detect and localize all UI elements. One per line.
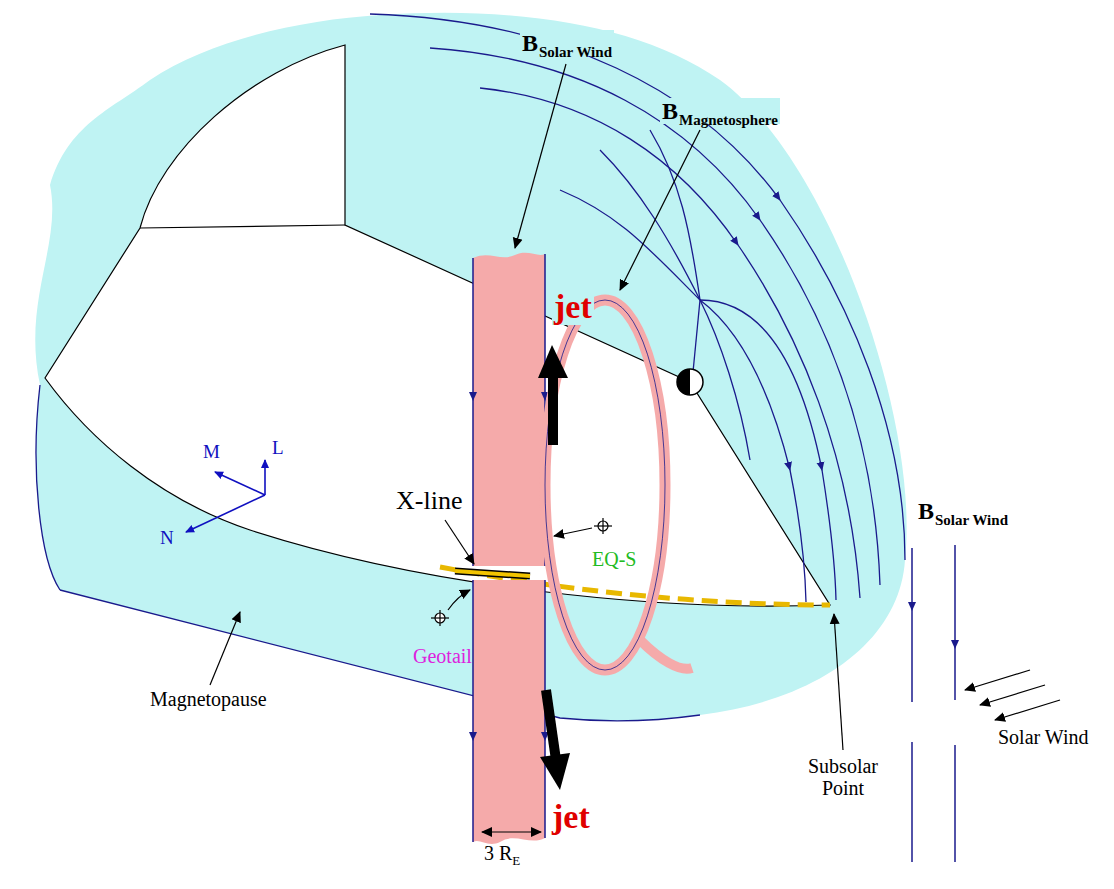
label-group: EQ-S (592, 548, 636, 570)
label-text: Magnetopause (150, 688, 267, 710)
label-text: Subsolar Point (808, 755, 878, 799)
label-group: L (272, 438, 284, 459)
label-group: Subsolar Point (793, 755, 893, 799)
label-group: BMagnetosphere (660, 98, 780, 124)
label-group: N (160, 528, 174, 549)
label-text: EQ-S (592, 548, 636, 570)
label-group: jet (552, 288, 594, 325)
label-text: N (160, 527, 174, 548)
label-text: Geotail (413, 645, 472, 667)
label-group: X-line (396, 487, 462, 516)
label-text: B (522, 30, 538, 56)
label-text: B (918, 498, 934, 524)
label-group: 3 RE (484, 842, 520, 864)
label-text: jet (554, 288, 592, 325)
label-text: B (662, 98, 678, 124)
label-group: BSolar Wind (520, 30, 614, 56)
label-text: X-line (396, 486, 462, 515)
label-group: jet (552, 798, 590, 835)
subscript-text: Magnetosphere (679, 112, 778, 128)
label-group: Solar Wind (998, 726, 1089, 748)
label-text: 3 R (484, 842, 512, 864)
label-group: BSolar Wind (918, 498, 1008, 524)
label-text: L (272, 437, 284, 458)
subscript-text: Solar Wind (539, 44, 612, 60)
subscript-text: E (512, 853, 520, 868)
label-group: Magnetopause (150, 688, 267, 710)
label-text: jet (552, 798, 590, 835)
label-text: Solar Wind (998, 726, 1089, 748)
label-text: M (203, 441, 220, 462)
label-group: Geotail (413, 645, 472, 667)
label-group: M (203, 442, 220, 463)
subscript-text: Solar Wind (935, 512, 1008, 528)
